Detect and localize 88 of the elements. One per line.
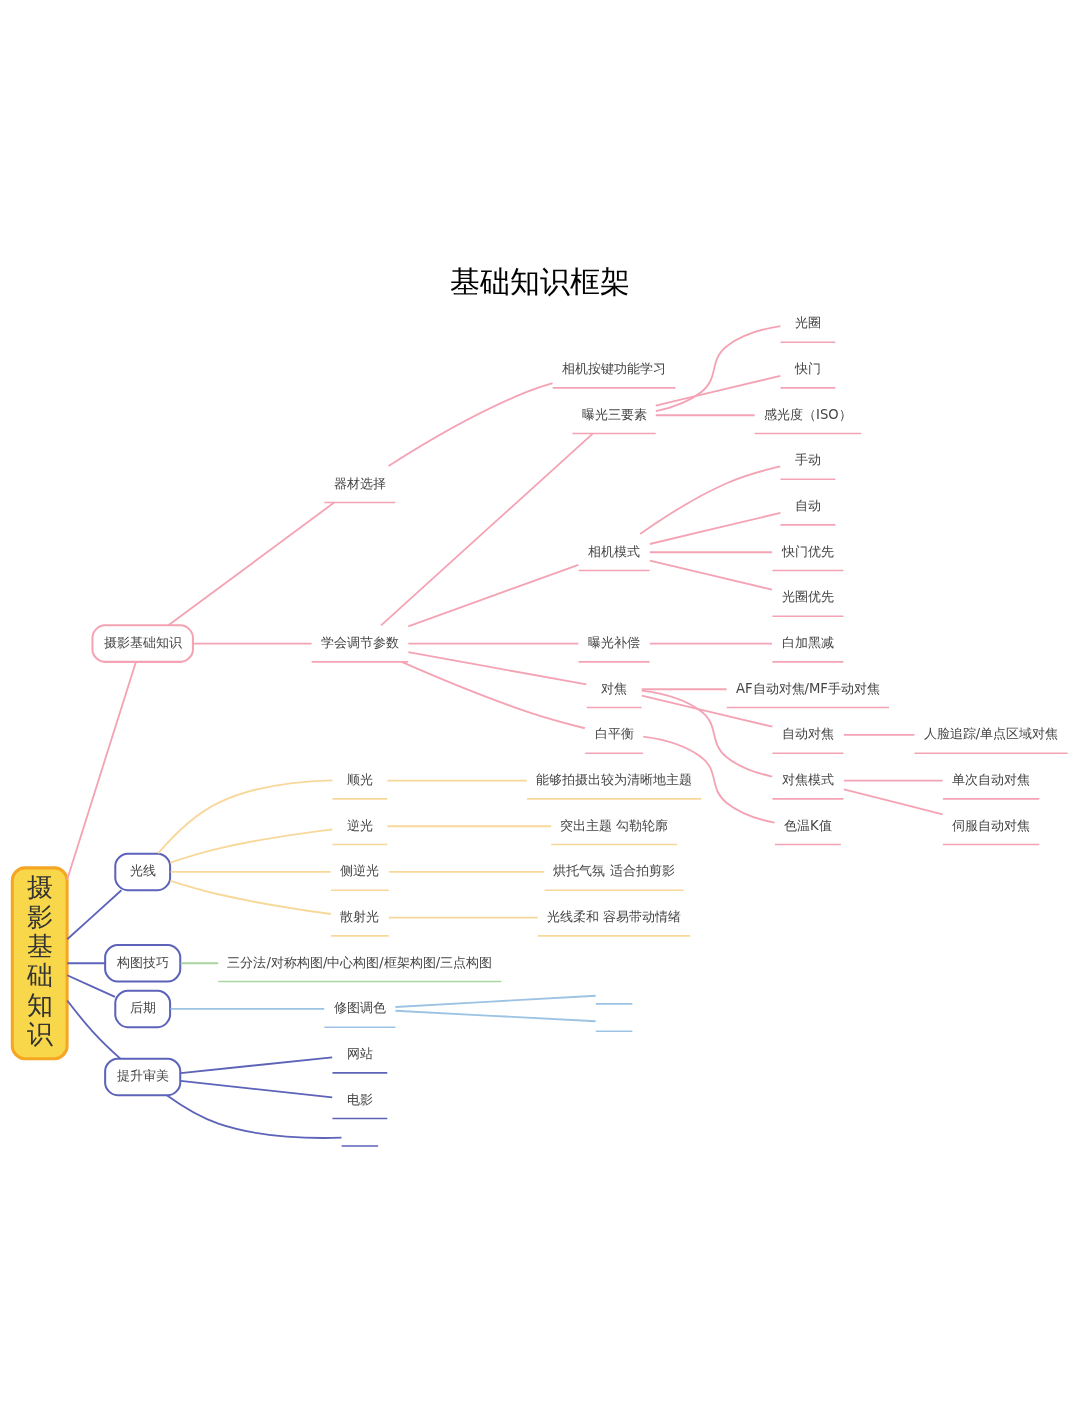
node-text: 网站 (346, 1046, 373, 1062)
connector (387, 871, 546, 873)
node-text: 侧逆光 (340, 863, 380, 879)
connector (167, 501, 336, 627)
node-text: 器材选择 (333, 475, 386, 491)
diagram-title: 基础知识框架 (450, 264, 630, 300)
node-text: 快门优先 (781, 543, 834, 559)
connector (648, 551, 773, 554)
connector (179, 1080, 334, 1099)
connector (169, 1008, 326, 1010)
connector (648, 642, 773, 645)
connector (380, 432, 594, 627)
node-text: AF自动对焦/MF手动对焦 (735, 680, 880, 696)
node-text: 手动 (794, 452, 821, 468)
node-text: 自动 (794, 498, 821, 514)
connector (66, 974, 116, 998)
connector (179, 1056, 334, 1074)
connector (157, 779, 334, 855)
node-text: 电影 (346, 1091, 373, 1107)
connector (169, 828, 334, 864)
node-box: 光线 (114, 852, 172, 892)
node-text: 光圈 (794, 315, 821, 331)
node-text: 对焦模式 (781, 772, 834, 788)
node-bar (595, 1030, 634, 1033)
connector (639, 465, 782, 535)
connector (640, 689, 774, 778)
connector (648, 512, 782, 545)
node-text: 人脸追踪/单点区域对焦 (923, 726, 1059, 742)
connector (394, 1009, 597, 1023)
connector (407, 651, 588, 686)
connector (654, 375, 782, 407)
node-bar (595, 1003, 634, 1005)
node-box: 摄影基础知识 (91, 624, 194, 663)
connector (165, 1094, 343, 1139)
node-text: 曝光三要素 (581, 406, 647, 422)
node-text: 白加黑减 (781, 635, 834, 651)
connector (407, 563, 580, 628)
connector (642, 735, 776, 824)
node-text: 白平衡 (594, 726, 634, 742)
connector (842, 779, 944, 782)
connector (387, 916, 539, 919)
connector (842, 734, 916, 736)
node-text: 烘托气氛 适合拍剪影 (553, 863, 675, 879)
connector (407, 642, 580, 645)
node-text: 光线柔和 容易带动情绪 (546, 909, 682, 925)
node-text: 三分法/对称构图/中心构图/框架构图/三点构图 (227, 954, 493, 970)
connector (648, 559, 773, 591)
node-box: 后期 (114, 989, 172, 1029)
node-text: 快门 (794, 361, 821, 377)
node-box: 摄影基础知识 (10, 866, 69, 1061)
connector (386, 825, 553, 828)
connector (654, 414, 756, 417)
node-text: 相机模式 (588, 543, 641, 559)
node-text: 单次自动对焦 (952, 772, 1031, 788)
connector (654, 325, 782, 412)
connector (640, 688, 728, 691)
connector (842, 788, 944, 816)
node-box: 构图技巧 (104, 944, 182, 983)
node-text: 逆光 (346, 817, 373, 833)
node-text: 感光度（ISO） (764, 406, 852, 422)
connector (387, 382, 554, 467)
node-text: 自动对焦 (781, 726, 834, 742)
node-text: 光圈优先 (781, 589, 834, 605)
node-text: 相机按键功能学习 (562, 361, 667, 377)
connector (66, 661, 137, 881)
node-text: 修图调色 (333, 1000, 386, 1016)
node-text: 曝光补偿 (588, 635, 641, 651)
node-box: 提升审美 (104, 1057, 182, 1097)
connector (386, 779, 528, 782)
connector (66, 889, 123, 941)
node-text: 学会调节参数 (320, 635, 399, 651)
node-text: 色温K值 (784, 817, 832, 833)
connector (179, 962, 220, 965)
node-text: 对焦 (601, 680, 628, 696)
connector (400, 661, 586, 730)
node-text: 伺服自动对焦 (952, 817, 1031, 833)
connector (66, 999, 122, 1060)
node-text: 突出主题 勾勒轮廓 (559, 817, 669, 833)
node-text: 能够拍摄出较为清晰地主题 (536, 772, 693, 788)
node-text: 顺光 (346, 772, 373, 788)
connector (169, 871, 332, 873)
node-text: 散射光 (340, 909, 380, 925)
connector (169, 879, 332, 915)
connector (192, 642, 313, 645)
connector (640, 694, 774, 728)
connector (394, 994, 597, 1008)
node-bar (340, 1145, 379, 1147)
connector (66, 962, 106, 965)
